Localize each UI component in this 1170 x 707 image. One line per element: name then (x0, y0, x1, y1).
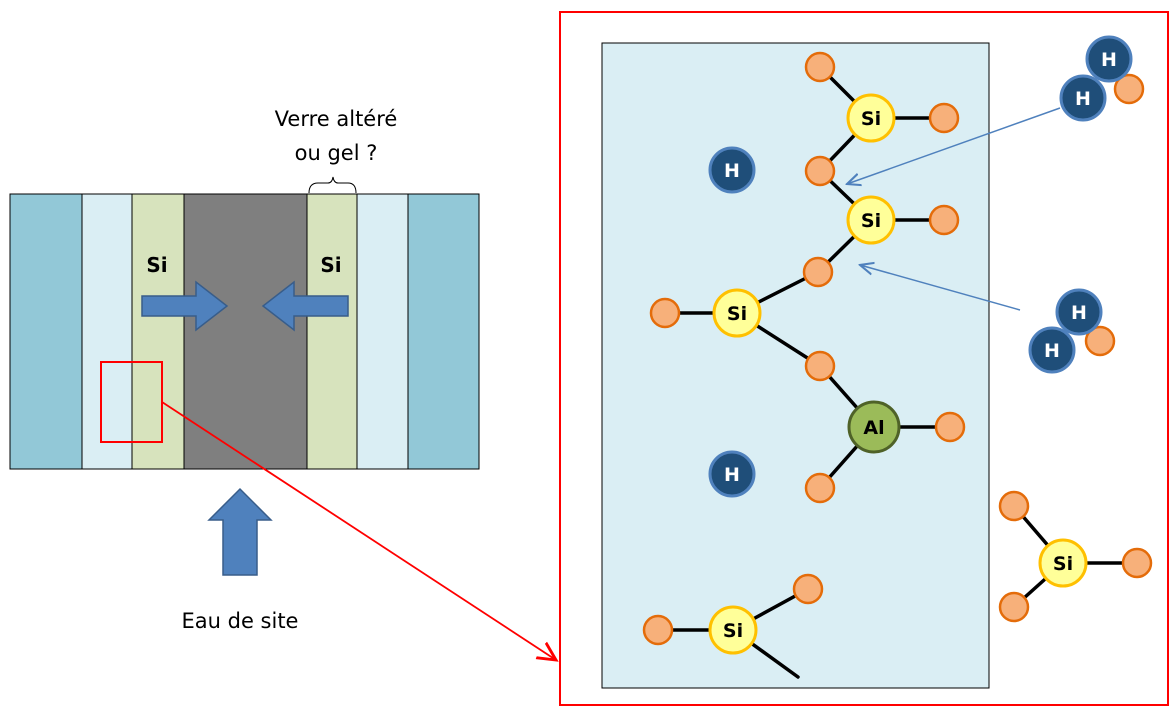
oxygen-atom (934, 411, 966, 443)
silicon-atom: Si (708, 605, 758, 655)
oxygen-atom (792, 573, 824, 605)
svg-text:Si: Si (861, 210, 881, 232)
glass-cross-section (9, 193, 480, 470)
oxygen-atom (928, 204, 960, 236)
oxygen-atom (649, 297, 681, 329)
zoom-pointer-line (161, 401, 556, 660)
gel-brace (308, 176, 357, 194)
svg-text:Si: Si (727, 303, 747, 325)
svg-text:H: H (1071, 302, 1087, 324)
hydrogen-ion: H (708, 146, 756, 194)
silicon-atom: Si (846, 195, 896, 245)
svg-text:H: H (1101, 49, 1117, 71)
silicon-atom: Si (1038, 538, 1088, 588)
svg-text:Al: Al (863, 417, 884, 439)
light-band-left (81, 193, 133, 470)
outer-band-right (407, 193, 480, 470)
si-arrow-right (141, 280, 229, 332)
oxygen-atom (804, 350, 836, 382)
svg-text:H: H (1075, 88, 1091, 110)
gel-band-left (131, 193, 185, 470)
svg-text:Si: Si (861, 108, 881, 130)
water-molecule-middle: H H (1028, 288, 1103, 374)
oxygen-atom (1113, 73, 1145, 105)
si-arrow-left (261, 280, 349, 332)
light-band-right (356, 193, 409, 470)
svg-text:H: H (724, 464, 740, 486)
hydrogen-ion: H (708, 450, 756, 498)
svg-text:H: H (1044, 340, 1060, 362)
water-molecule-top: H H (1059, 35, 1133, 122)
silicon-atoms: Si Si Si Si Si (708, 93, 1088, 655)
aluminium-atom: Al (847, 400, 901, 454)
gel-label-line2: ou gel ? (295, 141, 378, 165)
oxygen-atom (804, 155, 836, 187)
si-label-left: Si (146, 253, 167, 277)
oxygen-atom (804, 472, 836, 504)
gel-band-right (306, 193, 358, 470)
oxygen-atom (928, 102, 960, 134)
oxygen-atom (802, 256, 834, 288)
water-arrow (207, 487, 273, 576)
silicon-atom: Si (712, 288, 762, 338)
glass-core (183, 193, 308, 470)
oxygen-atom (804, 51, 836, 83)
attack-arrow-top (847, 107, 1061, 184)
si-label-right: Si (320, 253, 341, 277)
oxygen-atom (642, 614, 674, 646)
svg-text:H: H (724, 160, 740, 182)
svg-text:Si: Si (1053, 553, 1073, 575)
silicon-atom: Si (846, 93, 896, 143)
svg-text:Si: Si (723, 620, 743, 642)
oxygen-atom (1084, 325, 1116, 357)
water-label: Eau de site (182, 609, 299, 633)
oxygen-atom (998, 591, 1030, 623)
gel-label-line1: Verre altéré (275, 107, 398, 131)
outer-band-left (9, 193, 83, 470)
oxygen-atom (1121, 547, 1153, 579)
oxygen-atoms (642, 51, 1153, 646)
attack-arrow-middle (860, 265, 1021, 311)
oxygen-atom (998, 490, 1030, 522)
